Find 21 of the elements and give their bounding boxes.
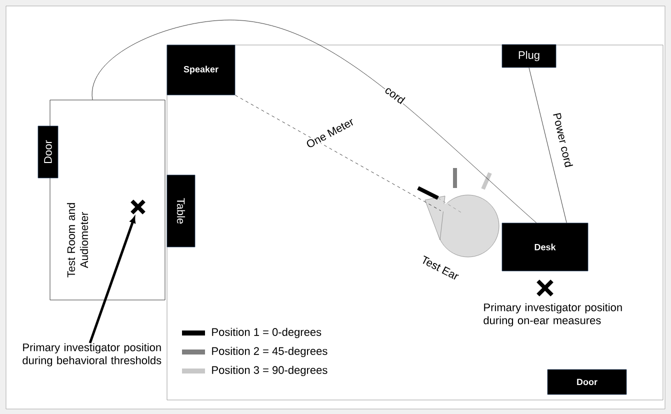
callout-text: Primary investigator position during behavioral thresholds: [22, 343, 162, 366]
label-box: Door: [38, 126, 58, 178]
legend-text: Position 2 = 45-degrees: [212, 346, 328, 358]
distance-line: [235, 95, 441, 211]
x-mark: [130, 199, 146, 215]
label-box: Door: [547, 369, 627, 395]
legend-text: Position 1 = 0-degrees: [212, 328, 322, 338]
label-box: Table: [166, 174, 196, 248]
label-box: Speaker: [166, 44, 236, 96]
edge-label: One Meter: [304, 116, 356, 150]
leader-line: [88, 216, 136, 344]
legend-text: Position 3 = 90-degrees: [212, 366, 328, 376]
label-box: Plug: [502, 44, 556, 68]
ear-drawing: [424, 194, 500, 258]
ear-caption: Test Ear: [422, 256, 459, 280]
edge-label: Power cord: [552, 110, 574, 170]
label-box: Desk: [502, 222, 588, 272]
cord-line: [528, 68, 567, 223]
cord-line: [92, 20, 537, 223]
callout-text: Primary investigator position during on-ear measures: [484, 303, 622, 326]
edge-label: cord: [382, 84, 408, 106]
